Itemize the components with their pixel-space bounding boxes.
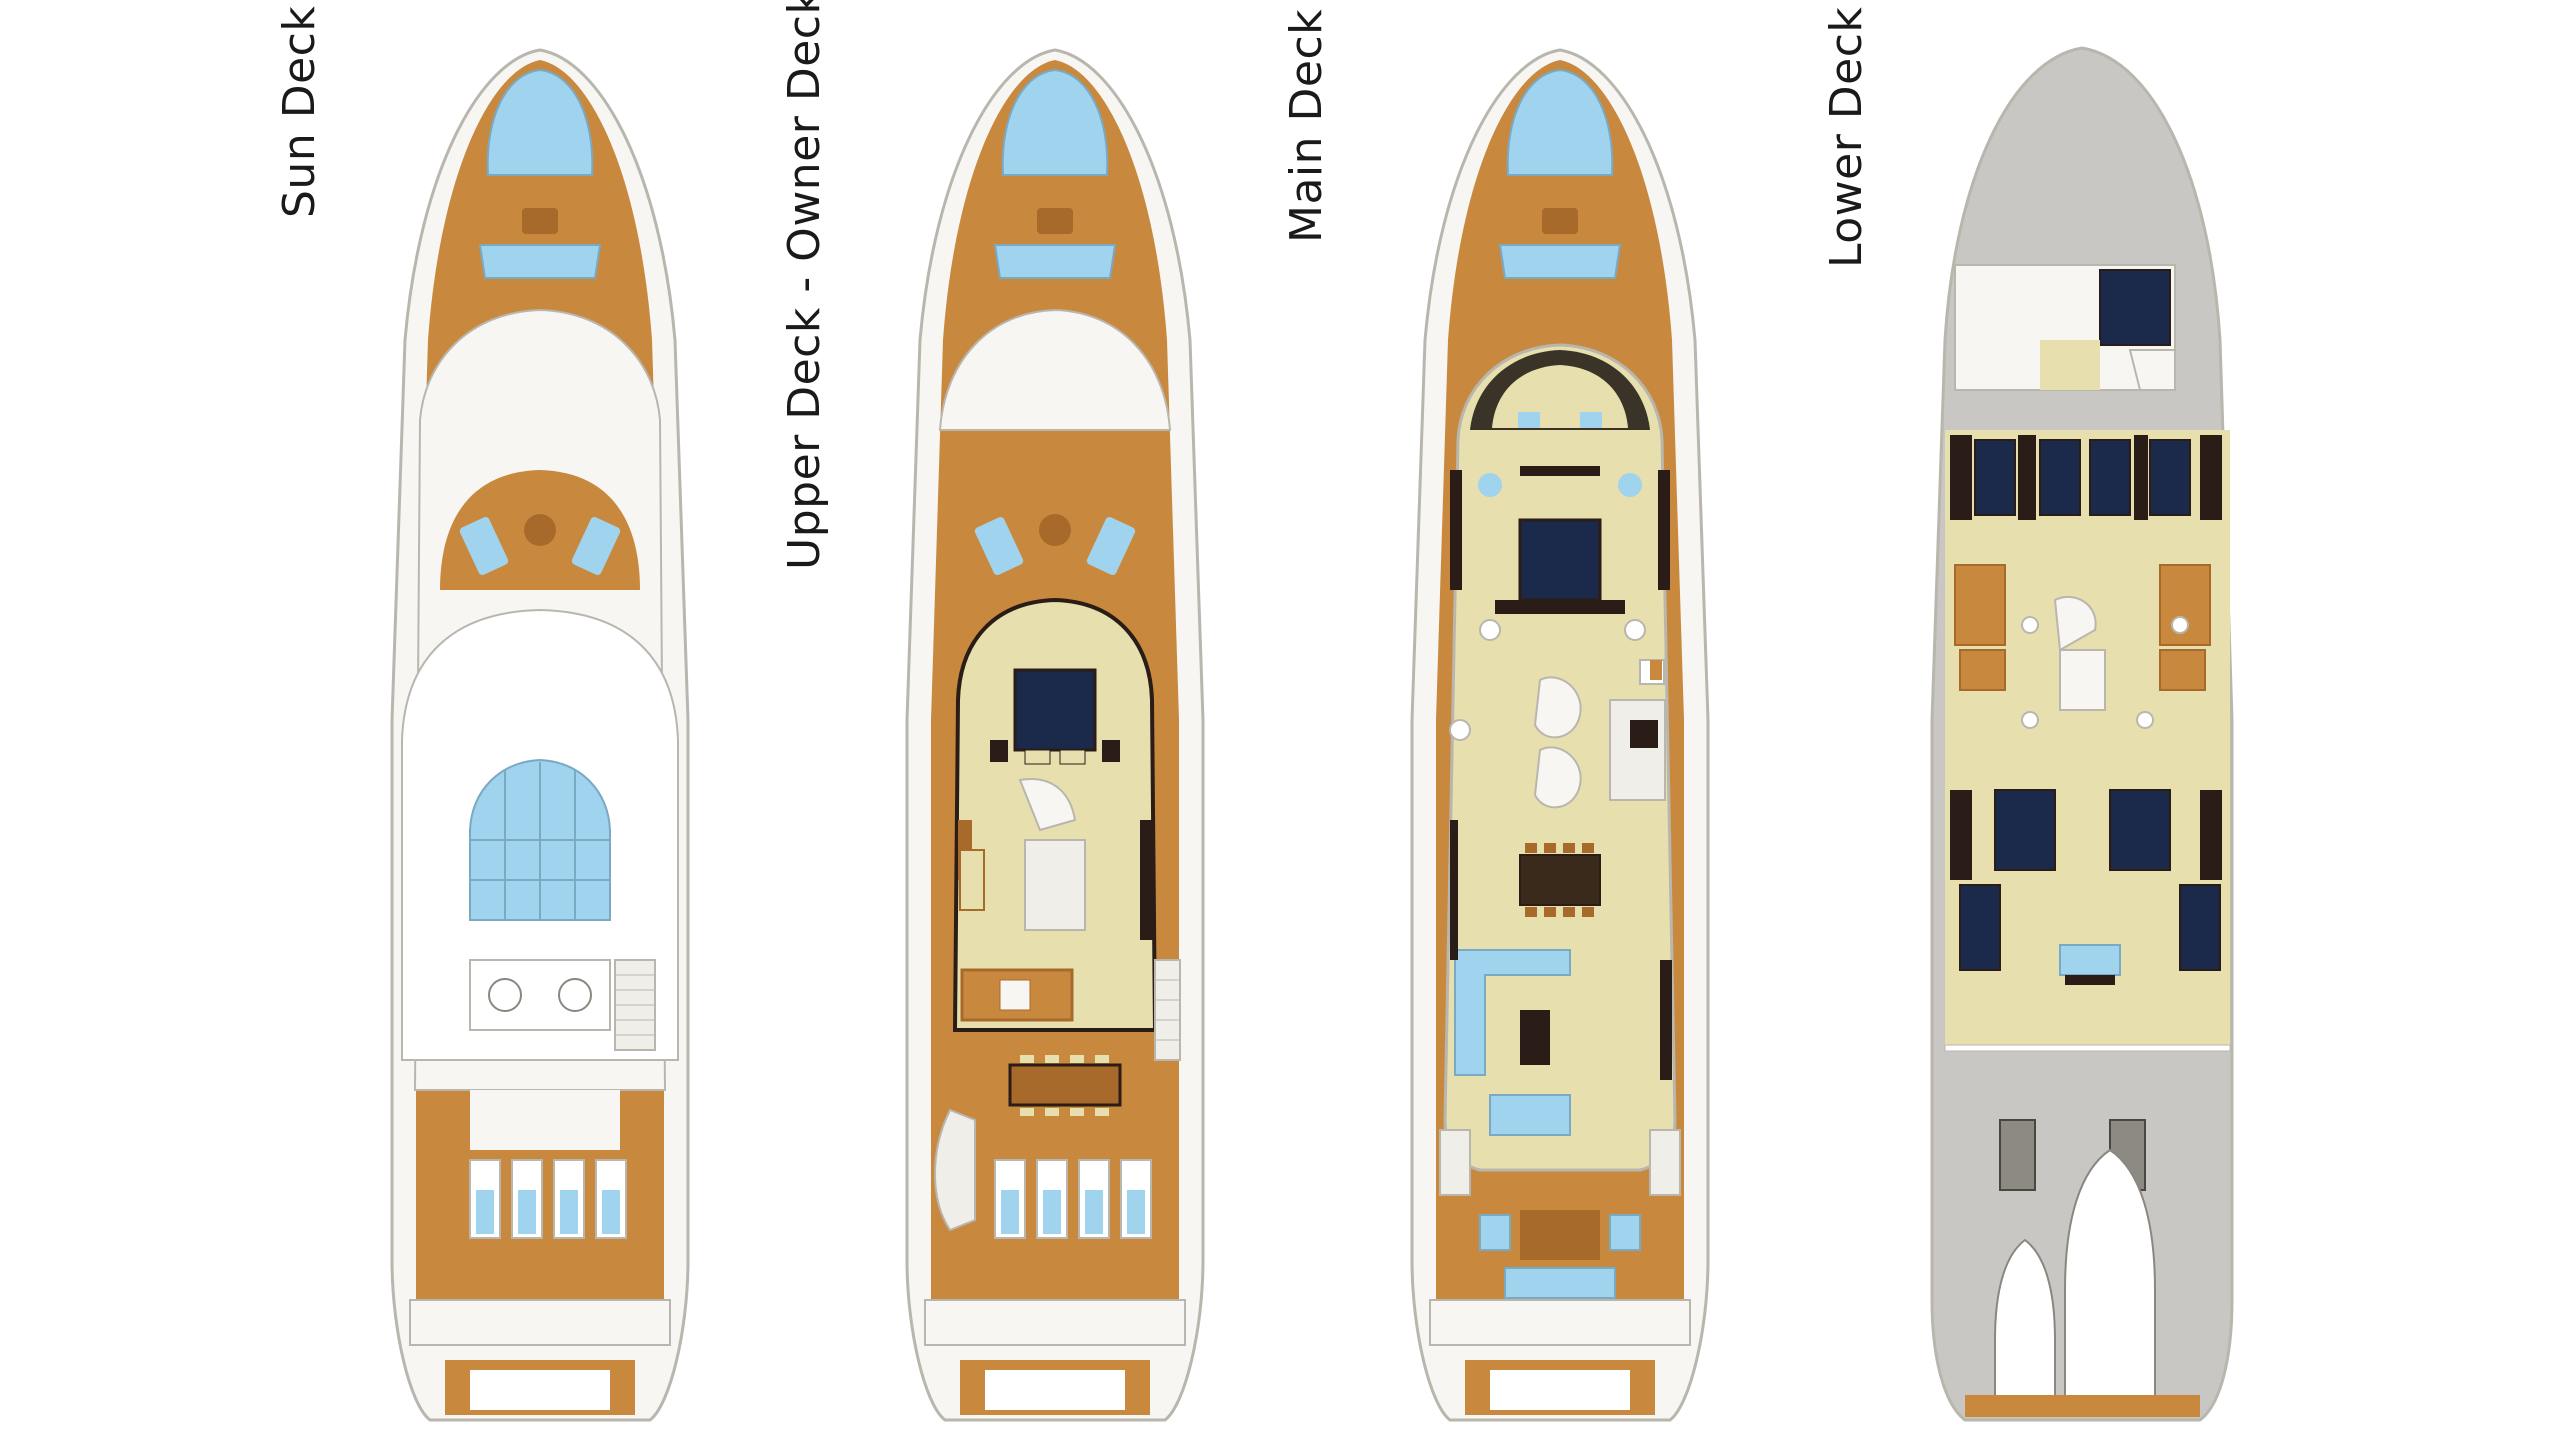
main-aft-stairs-left	[1439, 1129, 1471, 1196]
lower-stairs	[2053, 595, 2097, 652]
sun-aft-cushion	[470, 1090, 620, 1150]
lower-cabin-bed-6	[2109, 789, 2171, 871]
upper-lounger-left	[974, 516, 1024, 576]
sun-lounger-left	[459, 516, 509, 576]
sun-stairs	[614, 959, 656, 1051]
sun-helm	[469, 959, 611, 1031]
main-spiral-stair	[1533, 676, 1582, 739]
upper-lounger-right	[1086, 516, 1136, 576]
main-dining-table	[1519, 854, 1601, 906]
lower-toilets	[2021, 616, 2189, 729]
upper-dining-chairs	[1020, 1055, 1109, 1116]
upper-staircase	[1018, 778, 1077, 832]
lower-deck-plan	[1930, 46, 2234, 1422]
main-aft-stairs-right	[1649, 1129, 1681, 1196]
upper-deck-plan	[905, 48, 1205, 1422]
upper-wardrobe-right	[1140, 820, 1154, 940]
lower-cabin-bed-2	[2039, 439, 2081, 516]
main-dining-chairs	[1525, 843, 1594, 917]
main-window-left	[1450, 820, 1458, 960]
sun-sunbeds	[469, 1159, 627, 1239]
upper-bow-pad	[1001, 68, 1109, 176]
upper-side-stairs	[1154, 959, 1181, 1061]
main-galley	[1609, 699, 1666, 801]
lower-crew-stair	[2128, 349, 2176, 391]
main-salon-chairs	[1489, 1094, 1571, 1136]
main-deck-plan	[1410, 48, 1710, 1422]
main-bow-lounge	[1498, 244, 1622, 279]
main-stern	[1429, 1299, 1691, 1346]
main-side-wall-right	[1658, 470, 1670, 590]
sun-lounger-right	[571, 516, 621, 576]
upper-pod-table	[1039, 514, 1071, 546]
main-salon-table	[1520, 1010, 1550, 1065]
main-aft-table	[1520, 1210, 1600, 1260]
upper-fore-white	[938, 308, 1172, 431]
lower-cabin-bed-5	[1994, 789, 2056, 871]
upper-sunbeds	[994, 1159, 1152, 1239]
main-helm-seats	[1518, 412, 1540, 428]
upper-owner-bed	[1013, 668, 1097, 752]
lower-cabin-bed-4	[2149, 439, 2191, 516]
main-bow-table	[1542, 208, 1578, 234]
lower-twin-bed-1	[1959, 884, 2001, 971]
lower-swim-platform	[1965, 1395, 2200, 1417]
main-salon-sofa	[1454, 949, 1571, 1076]
upper-aft-dining-table	[1008, 1063, 1122, 1107]
main-cabin-bed	[1518, 518, 1602, 602]
upper-aft-stairs	[934, 1108, 976, 1232]
main-side-wall-left	[1450, 470, 1462, 590]
main-tv-wall	[1660, 960, 1672, 1080]
lower-cabin-bed-1	[1974, 439, 2016, 516]
lower-bathrooms	[1954, 564, 2211, 691]
sun-deck-plan	[390, 48, 690, 1422]
main-aft-sofa	[1504, 1267, 1616, 1299]
upper-stern	[924, 1299, 1186, 1346]
main-bow-pad	[1506, 68, 1614, 176]
lower-twin-bed-2	[2179, 884, 2221, 971]
sun-bow-table	[522, 208, 558, 234]
lower-crew-bed	[2099, 269, 2171, 346]
lower-aft-lounge	[2059, 944, 2121, 976]
sun-stern	[409, 1299, 671, 1346]
upper-bow-lounge	[993, 244, 1117, 279]
sun-bow-pad	[486, 68, 594, 176]
lower-engines	[1999, 1119, 2146, 1191]
upper-vanity	[959, 849, 985, 911]
sun-pod-table	[524, 514, 556, 546]
lower-bulkhead	[1944, 1044, 2231, 1052]
lower-cabin-bed-3	[2089, 439, 2131, 516]
upper-bow-table	[1037, 208, 1073, 234]
sun-bow-lounge	[478, 244, 602, 279]
upper-bathroom	[1024, 839, 1086, 931]
